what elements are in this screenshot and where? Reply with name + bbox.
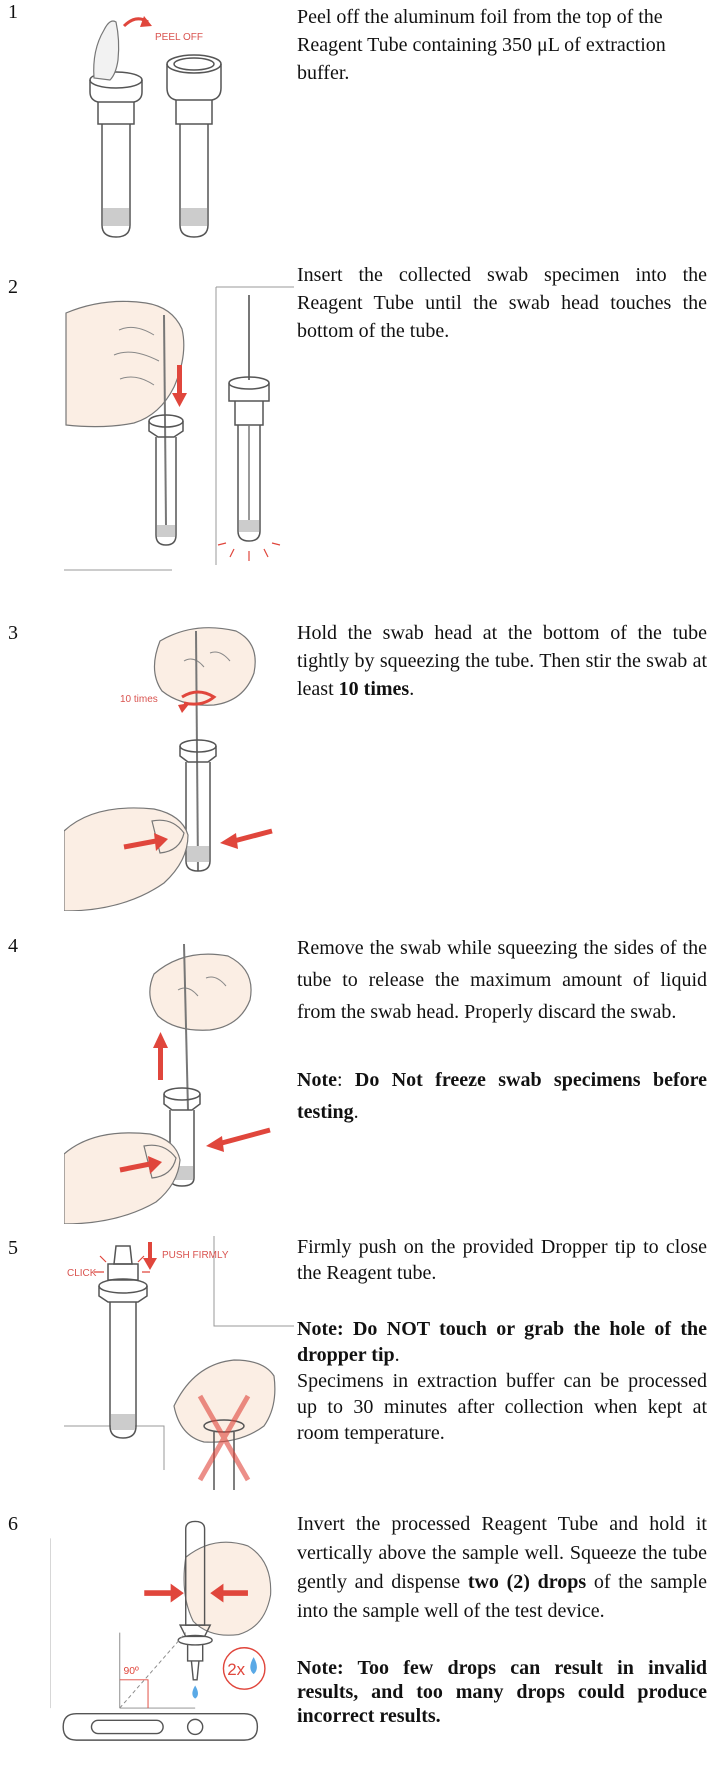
step-1: 1 PEEL OFF Peel off the aluminum foil fr… xyxy=(0,0,717,250)
step-note: Note: Too few drops can result in invali… xyxy=(297,1656,707,1728)
two-times-label: 2x xyxy=(227,1660,245,1679)
step-2: 2 Insert the collected xyxy=(0,275,717,590)
peel-off-label: PEEL OFF xyxy=(155,32,203,43)
step-number: 2 xyxy=(8,275,18,299)
step-5: 5 CLICK PUSH FIRMLY Firmly push on the p… xyxy=(0,1236,717,1490)
step-instruction: Invert the processed Reagent Tube and ho… xyxy=(297,1510,707,1728)
step-instruction: Peel off the aluminum foil from the top … xyxy=(297,3,707,87)
step-3: 3 10 times Hold the swab head at the bot… xyxy=(0,621,717,911)
step-4: 4 Remove the swab while squeezing the si… xyxy=(0,934,717,1224)
step-note: Note: Do Not freeze swab specimens befor… xyxy=(297,1064,707,1128)
click-label: CLICK xyxy=(67,1268,97,1279)
step-instruction: Remove the swab while squeezing the side… xyxy=(297,932,707,1128)
close-dropper-tip-illustration: CLICK PUSH FIRMLY xyxy=(64,1236,294,1490)
peel-off-illustration: PEEL OFF xyxy=(64,0,284,245)
step-6: 6 90º 2x xyxy=(0,1512,717,1775)
angle-label: 90º xyxy=(124,1666,140,1677)
step-number: 1 xyxy=(8,0,18,24)
insert-swab-illustration xyxy=(64,275,294,590)
step-number: 5 xyxy=(8,1236,18,1260)
step-instruction: Insert the collected swab specimen into … xyxy=(297,261,707,345)
push-firmly-label: PUSH FIRMLY xyxy=(162,1250,229,1261)
step-number: 3 xyxy=(8,621,18,645)
step-number: 6 xyxy=(8,1512,18,1536)
step-instruction: Firmly push on the provided Dropper tip … xyxy=(297,1234,707,1446)
step-extra-info: Specimens in extraction buffer can be pr… xyxy=(297,1368,707,1446)
step-number: 4 xyxy=(8,934,18,958)
step-note: Note: Do NOT touch or grab the hole of t… xyxy=(297,1316,707,1368)
remove-swab-illustration xyxy=(64,934,294,1224)
stir-swab-illustration: 10 times xyxy=(64,621,294,911)
dispense-drops-illustration: 90º 2x xyxy=(50,1512,280,1775)
ten-times-label: 10 times xyxy=(120,694,158,705)
step-instruction: Hold the swab head at the bottom of the … xyxy=(297,619,707,703)
